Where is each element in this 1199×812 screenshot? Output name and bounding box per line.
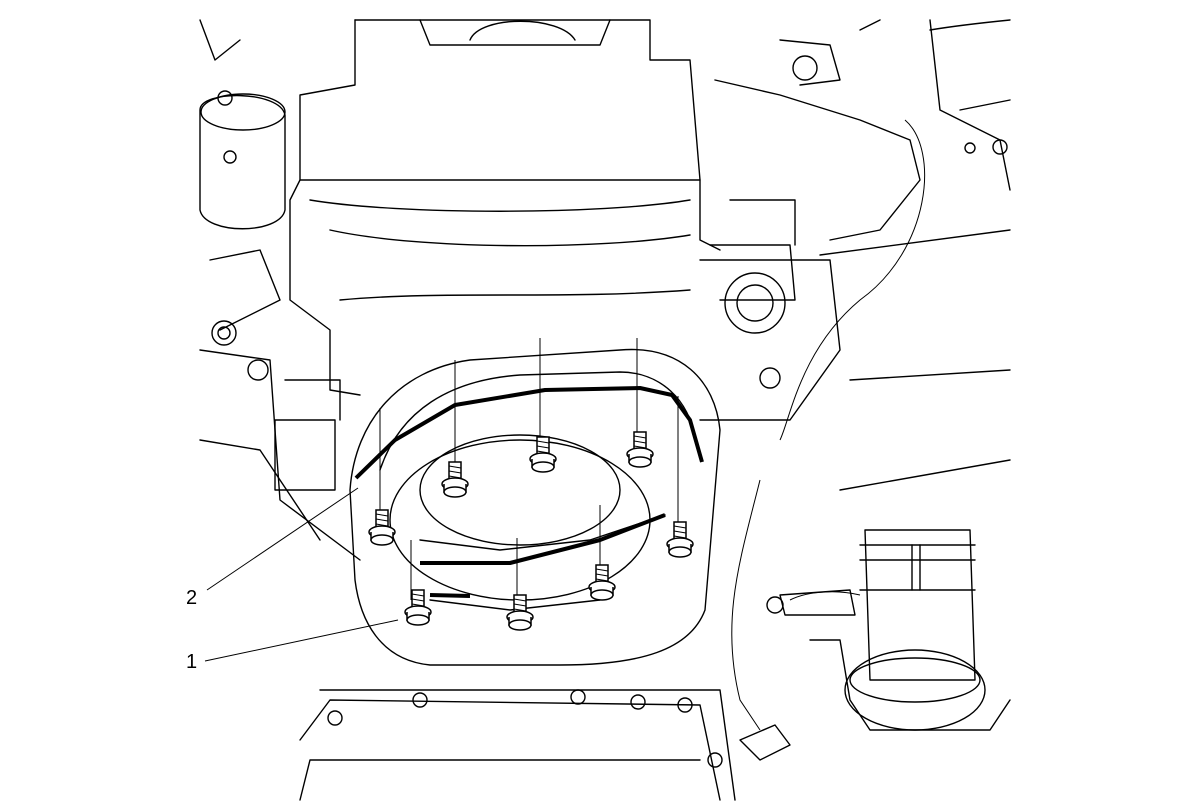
bolt-alignment-lines: [379, 338, 679, 600]
oil-pump-cover-bolts: [368, 338, 694, 631]
oil-pan-linework: [299, 689, 791, 801]
bolt: [588, 564, 616, 601]
callout-2-label: 2: [186, 587, 197, 609]
bolt: [626, 431, 654, 468]
bolt: [666, 521, 694, 558]
bolt: [506, 594, 534, 631]
bolt: [529, 436, 557, 473]
bolt: [368, 509, 396, 546]
callout-2-leader: [206, 487, 359, 591]
callout-1-leader: [204, 619, 399, 662]
exhaust-pipe-linework: [766, 529, 1011, 731]
bolt: [404, 589, 432, 626]
callout-1: 1: [186, 619, 399, 673]
engine-block-linework: [199, 19, 1011, 731]
bolt: [441, 461, 469, 498]
callout-2: 2: [186, 487, 359, 609]
gasket-outline: [354, 386, 704, 480]
callout-1-label: 1: [186, 651, 197, 673]
oil-pump-cover: [349, 348, 721, 666]
